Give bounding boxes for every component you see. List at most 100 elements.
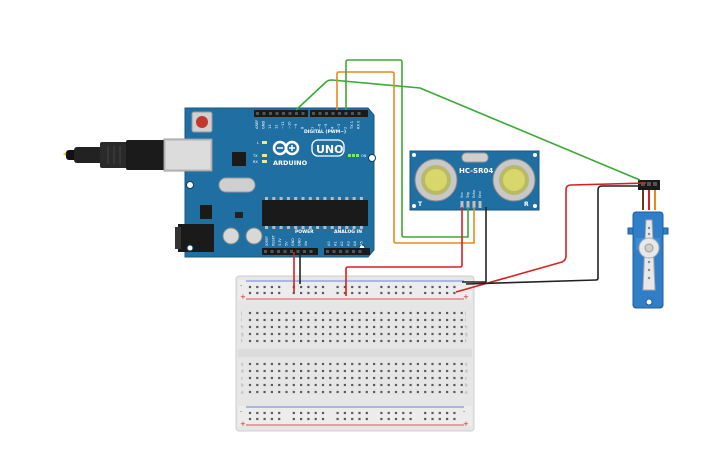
rail-hole — [438, 285, 441, 289]
breadboard-hole — [263, 390, 266, 394]
breadboard-hole — [321, 311, 325, 315]
breadboard-hole — [292, 311, 295, 315]
digital-pin-label: 2 — [344, 127, 348, 129]
breadboard-hole — [248, 369, 252, 373]
breadboard-hole — [300, 332, 303, 336]
rail-hole — [343, 291, 346, 295]
header-hole — [303, 250, 306, 253]
breadboard-hole — [336, 369, 339, 373]
chip-pin — [272, 226, 276, 229]
breadboard-hole — [416, 311, 419, 315]
breadboard-hole — [453, 332, 456, 336]
breadboard-hole — [438, 339, 441, 343]
rail-hole — [365, 285, 368, 289]
power-pin-label: GND — [298, 238, 302, 246]
chip-pin — [352, 197, 356, 200]
chip-pin — [294, 197, 298, 200]
breadboard-hole — [285, 383, 288, 387]
analog-header-label: ANALOG IN — [334, 229, 362, 235]
rail-hole — [424, 285, 427, 289]
breadboard-hole — [373, 383, 376, 387]
rail-hole — [431, 285, 434, 289]
sensor-t-label: T — [418, 201, 423, 208]
breadboard-hole — [424, 376, 427, 380]
breadboard-hole — [460, 376, 463, 380]
chip-pin — [286, 226, 290, 229]
rail-hole — [402, 291, 405, 295]
rail-hole — [402, 411, 405, 415]
breadboard-hole — [438, 383, 441, 387]
row-letter: c — [465, 376, 467, 381]
rail-hole — [394, 411, 398, 415]
power-pin-label: RESET — [272, 234, 276, 246]
wire-orange-trig — [336, 71, 475, 244]
row-letter: e — [241, 362, 244, 367]
breadboard-hole — [394, 369, 398, 373]
breadboard-hole — [307, 390, 310, 394]
breadboard-hole — [336, 383, 339, 387]
chip-pin — [323, 197, 327, 200]
breadboard-hole — [292, 376, 295, 380]
breadboard-hole — [373, 369, 376, 373]
chip-pin — [316, 197, 320, 200]
breadboard-hole — [300, 383, 303, 387]
chip-pin — [316, 226, 320, 229]
breadboard-hole — [256, 390, 259, 394]
header-hole — [325, 112, 328, 115]
digital-pin-label: 7 — [311, 127, 315, 129]
breadboard-hole — [329, 311, 332, 315]
breadboard-hole — [358, 383, 361, 387]
breadboard-hole — [380, 339, 383, 343]
breadboard-hole — [248, 376, 252, 380]
breadboard-hole — [402, 325, 405, 329]
rail-hole — [270, 417, 273, 421]
breadboard-hole — [438, 318, 441, 322]
breadboard-hole — [263, 318, 266, 322]
breadboard-hole — [336, 318, 339, 322]
rail-hole — [453, 411, 456, 415]
breadboard-hole — [278, 325, 281, 329]
breadboard-hole — [460, 369, 463, 373]
micro-servo — [627, 180, 669, 309]
breadboard-hole — [321, 376, 325, 380]
breadboard-hole — [270, 390, 273, 394]
rail-hole — [336, 285, 339, 289]
chip-pin — [330, 226, 334, 229]
on-led-label: ON — [361, 154, 367, 158]
rail-hole — [431, 291, 434, 295]
breadboard-hole — [314, 339, 317, 343]
breadboard-hole — [248, 383, 252, 387]
rx-led-label: RX — [253, 160, 258, 164]
header-hole — [339, 250, 342, 253]
breadboard-hole — [343, 339, 346, 343]
header-hole — [312, 112, 315, 115]
breadboard-hole — [431, 332, 434, 336]
breadboard-hole — [460, 362, 463, 366]
breadboard-hole — [307, 318, 310, 322]
breadboard-hole — [402, 376, 405, 380]
breadboard-hole — [248, 325, 252, 329]
breadboard-hole — [438, 376, 441, 380]
header-hole — [269, 112, 272, 115]
breadboard-hole — [358, 362, 361, 366]
breadboard-hole — [416, 362, 419, 366]
rail-hole — [358, 417, 361, 421]
breadboard-hole — [424, 325, 427, 329]
breadboard-hole — [373, 325, 376, 329]
rail-hole — [300, 285, 303, 289]
header-hole — [344, 112, 348, 115]
breadboard-hole — [402, 383, 405, 387]
breadboard-hole — [321, 325, 325, 329]
rail-hole — [387, 285, 390, 289]
breadboard-hole — [453, 383, 456, 387]
breadboard-hole — [387, 332, 390, 336]
chip-pin — [345, 197, 349, 200]
rail-minus-top: - — [240, 282, 242, 289]
chip-pin — [286, 197, 290, 200]
breadboard-hole — [278, 339, 281, 343]
breadboard-hole — [446, 318, 449, 322]
chip-pin — [338, 226, 341, 229]
row-letter: b — [465, 383, 468, 388]
breadboard-hole — [263, 369, 266, 373]
analog-pin-label: A4 — [353, 241, 357, 246]
